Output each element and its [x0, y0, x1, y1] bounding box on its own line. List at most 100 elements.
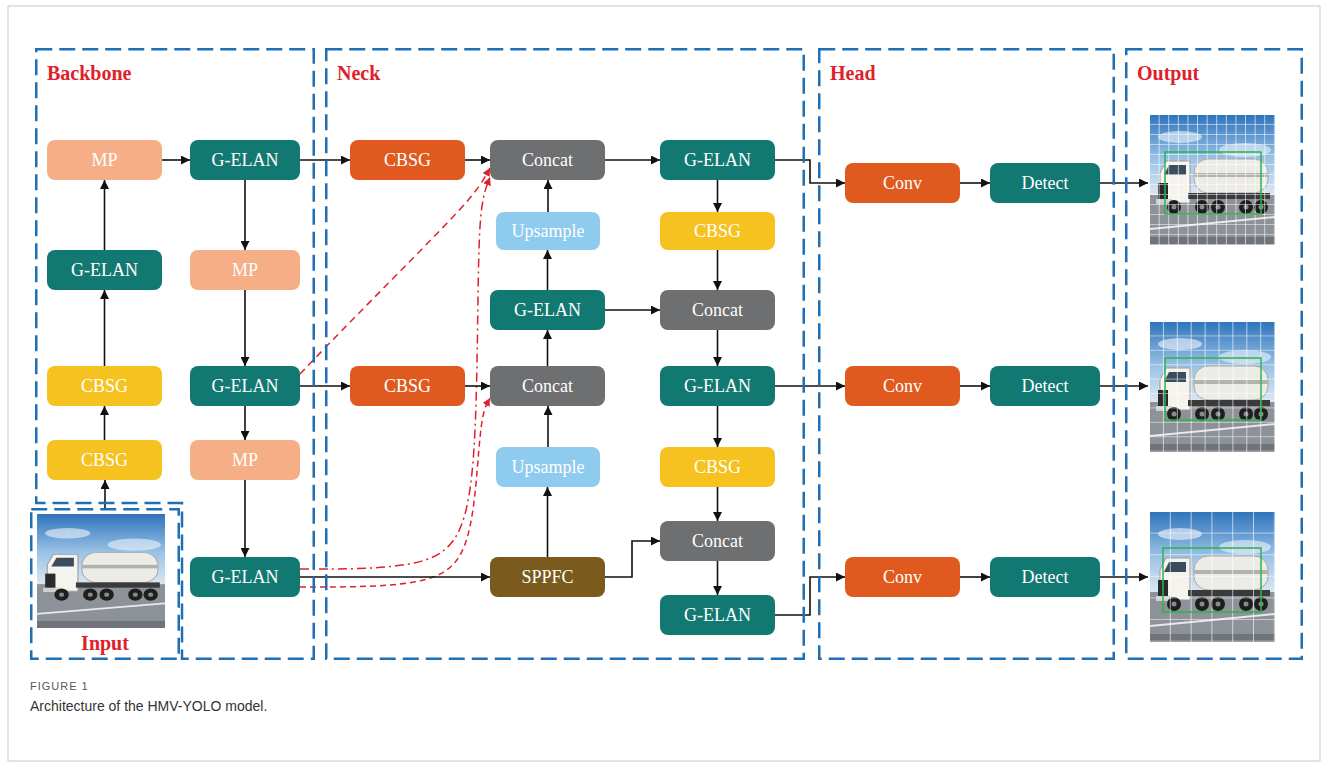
- module-label: CBSG: [694, 221, 741, 242]
- module-box: SPPFC: [490, 557, 605, 597]
- module-box: Conv: [845, 557, 960, 597]
- output-photo: [1150, 115, 1275, 245]
- flow-arrow: [605, 541, 660, 577]
- module-label: Concat: [692, 300, 743, 321]
- module-label: Upsample: [512, 457, 585, 478]
- flow-arrow: [605, 309, 660, 311]
- section-heading: Output: [1137, 62, 1199, 85]
- module-label: Detect: [1022, 173, 1069, 194]
- module-label: CBSG: [384, 376, 431, 397]
- module-label: MP: [232, 450, 258, 471]
- dashed-border: [326, 49, 804, 659]
- flow-arrow: [104, 480, 106, 508]
- flow-arrow: [775, 385, 845, 387]
- flow-arrow: [104, 180, 106, 250]
- flow-arrow: [104, 406, 106, 440]
- flow-arrow: [717, 330, 719, 366]
- module-box: G-ELAN: [190, 366, 300, 406]
- section-heading: Backbone: [47, 62, 131, 85]
- flow-arrow: [775, 160, 845, 183]
- module-box: G-ELAN: [660, 140, 775, 180]
- flow-arrow: [960, 182, 990, 184]
- module-box: Concat: [490, 366, 605, 406]
- flow-arrow: [465, 385, 490, 387]
- module-label: G-ELAN: [684, 376, 751, 397]
- module-label: CBSG: [81, 450, 128, 471]
- module-box: CBSG: [660, 447, 775, 487]
- skip-connection: [300, 177, 490, 569]
- output-arrow: [1100, 182, 1148, 184]
- output-photo: [1150, 512, 1275, 642]
- flow-arrow: [300, 576, 490, 578]
- module-label: CBSG: [694, 457, 741, 478]
- flow-arrow: [605, 159, 660, 161]
- module-label: CBSG: [384, 150, 431, 171]
- module-box: MP: [47, 140, 162, 180]
- flow-arrow: [244, 290, 246, 366]
- module-box: Concat: [660, 290, 775, 330]
- figure-number: FIGURE 1: [30, 680, 89, 692]
- flow-arrow: [547, 487, 549, 557]
- flow-arrow: [104, 290, 106, 366]
- module-label: G-ELAN: [684, 605, 751, 626]
- module-box: MP: [190, 250, 300, 290]
- flow-arrow: [162, 159, 190, 161]
- module-box: Detect: [990, 366, 1100, 406]
- module-box: Detect: [990, 557, 1100, 597]
- module-label: CBSG: [81, 376, 128, 397]
- module-box: Conv: [845, 163, 960, 203]
- flow-arrow: [775, 577, 845, 615]
- module-label: Conv: [883, 376, 922, 397]
- flow-arrow: [244, 406, 246, 440]
- module-label: Concat: [522, 150, 573, 171]
- module-label: G-ELAN: [212, 567, 279, 588]
- section-heading: Input: [30, 632, 180, 655]
- section-frame: NeckCBSGConcatUpsampleG-ELANCBSGConcatUp…: [325, 48, 805, 660]
- flow-arrow: [244, 180, 246, 250]
- skip-connection: [300, 398, 490, 587]
- input-photo: [37, 514, 165, 628]
- module-label: MP: [91, 150, 117, 171]
- flow-arrow: [547, 250, 549, 290]
- module-box: CBSG: [47, 440, 162, 480]
- flow-arrow: [717, 561, 719, 595]
- dashed-border: [1126, 49, 1302, 659]
- module-box: CBSG: [660, 212, 775, 250]
- section-frame: Input: [30, 508, 180, 660]
- module-box: Concat: [660, 521, 775, 561]
- module-label: Upsample: [512, 221, 585, 242]
- module-box: Upsample: [496, 212, 600, 250]
- skip-connection: [300, 168, 490, 374]
- module-label: G-ELAN: [71, 260, 138, 281]
- module-label: Concat: [522, 376, 573, 397]
- module-box: G-ELAN: [190, 140, 300, 180]
- module-label: G-ELAN: [684, 150, 751, 171]
- dashed-border: [819, 49, 1114, 659]
- output-photo: [1150, 322, 1275, 452]
- module-box: G-ELAN: [190, 557, 300, 597]
- module-label: MP: [232, 260, 258, 281]
- module-label: Conv: [883, 173, 922, 194]
- flow-arrow: [244, 480, 246, 557]
- module-label: Detect: [1022, 376, 1069, 397]
- flow-arrow: [717, 406, 719, 447]
- section-heading: Head: [830, 62, 876, 85]
- flow-arrow: [300, 385, 350, 387]
- flow-arrow: [547, 180, 549, 212]
- figure-border: [8, 6, 1320, 761]
- module-label: Conv: [883, 567, 922, 588]
- module-label: G-ELAN: [212, 376, 279, 397]
- flow-arrow: [547, 330, 549, 366]
- module-label: G-ELAN: [514, 300, 581, 321]
- module-label: SPPFC: [521, 567, 573, 588]
- dashed-frame: [1125, 48, 1303, 660]
- section-frame: HeadConvDetectConvDetectConvDetect: [818, 48, 1115, 660]
- section-frame: Output: [1125, 48, 1303, 660]
- flow-arrow: [717, 487, 719, 521]
- flow-arrow: [960, 385, 990, 387]
- module-box: G-ELAN: [490, 290, 605, 330]
- module-box: MP: [190, 440, 300, 480]
- module-box: G-ELAN: [47, 250, 162, 290]
- module-label: Detect: [1022, 567, 1069, 588]
- flow-arrow: [300, 159, 350, 161]
